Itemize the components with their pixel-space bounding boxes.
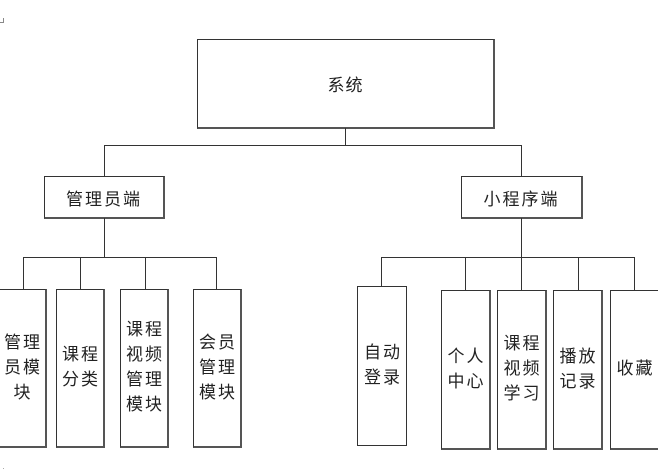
leaf-node-course-category: 课程分类 [56, 289, 105, 448]
leaf-node-label: 课程分类 [62, 345, 100, 390]
connector-mp-leaf-2 [465, 257, 466, 290]
connector-mp-leaf-1 [381, 257, 382, 286]
connector-admin-leaf-2 [80, 257, 81, 289]
connector-mp-leaf-4 [578, 257, 579, 290]
connector-admin-leaf-3 [145, 257, 146, 289]
leaf-node-play-history: 播放记录 [553, 290, 603, 450]
leaf-node-personal-center: 个人中心 [441, 290, 491, 450]
leaf-node-course-video-learning: 课程视频学习 [497, 290, 547, 450]
root-node: 系统 [197, 39, 495, 129]
leaf-node-label: 课程视频管理模块 [126, 320, 164, 415]
leaf-node-label: 自动登录 [364, 343, 402, 388]
leaf-node-admin-module: 管理员模块 [0, 289, 47, 448]
connector-bus-to-miniprogram [521, 145, 522, 176]
connector-miniprogram-bus [381, 257, 635, 258]
connector-admin-bus [23, 257, 217, 258]
stray-dot [3, 468, 4, 469]
connector-miniprogram-down [521, 218, 522, 257]
branch-node-admin: 管理员端 [44, 176, 165, 219]
connector-root-down [345, 128, 346, 145]
leaf-node-label: 个人中心 [447, 346, 486, 392]
root-node-label: 系统 [327, 76, 364, 96]
branch-node-admin-label: 管理员端 [66, 189, 142, 210]
leaf-node-label: 管理员模块 [4, 332, 42, 403]
connector-admin-leaf-4 [216, 257, 217, 289]
leaf-node-member-management: 会员管理模块 [193, 289, 242, 448]
connector-bus-to-admin [104, 145, 105, 176]
branch-node-miniprogram-label: 小程序端 [483, 189, 560, 210]
leaf-node-auto-login: 自动登录 [357, 286, 407, 446]
leaf-node-favorites: 收藏 [610, 290, 658, 450]
connector-admin-leaf-1 [23, 257, 24, 289]
leaf-node-label: 收藏 [616, 359, 655, 379]
leaf-node-label: 会员管理模块 [199, 332, 237, 403]
connector-root-bus [104, 145, 522, 146]
leaf-node-label: 课程视频学习 [503, 334, 542, 404]
corner-mark [0, 18, 4, 23]
leaf-node-course-video-management: 课程视频管理模块 [120, 289, 169, 448]
connector-admin-down [104, 218, 105, 257]
connector-mp-leaf-5 [634, 257, 635, 290]
branch-node-miniprogram: 小程序端 [461, 176, 583, 219]
connector-mp-leaf-3 [521, 257, 522, 290]
leaf-node-label: 播放记录 [559, 346, 598, 392]
